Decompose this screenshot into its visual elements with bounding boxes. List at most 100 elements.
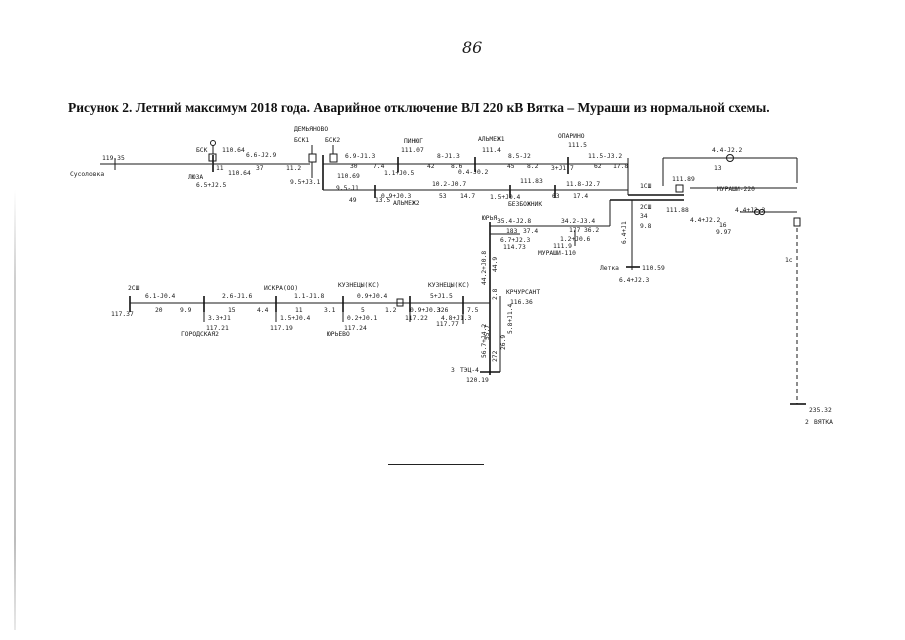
flow-left-2: 2.6-J1.6	[222, 293, 253, 300]
label-lyuza: ЛЮЗА	[188, 174, 203, 181]
flow-left-4: 0.9+J0.4	[357, 293, 388, 300]
flow-mur-220: 4.4-J2.2	[712, 147, 743, 154]
num-pin2: 8.6	[451, 163, 463, 170]
num-b3: 53	[439, 193, 447, 200]
label-yurevo: ЮРЬЕВО	[327, 331, 350, 338]
num-v2: 44.9	[492, 257, 499, 272]
num-l3: 15	[228, 307, 236, 314]
num-1c: 1с	[785, 257, 793, 264]
label-vyatka-prefix: 2	[805, 419, 809, 426]
page-number: 86	[462, 38, 483, 57]
num-dem2: 7.4	[373, 163, 385, 170]
label-bsk2: БСК2	[325, 137, 340, 144]
label-tets4: ТЭЦ-4	[460, 367, 479, 374]
flow-vert-3: 5.8+J1.4	[507, 303, 514, 334]
flow-yurevo-load: 0.2+J0.1	[347, 315, 378, 322]
flow-mur110-load: 1.2+J0.6	[560, 236, 591, 243]
label-1sh-v: 111.89	[672, 176, 695, 183]
num-y4: 36.2	[584, 227, 599, 234]
num-l7: 5	[361, 307, 365, 314]
flow-left-1: 6.1-J0.4	[145, 293, 176, 300]
flow-bez-mur: 11.8-J2.7	[566, 181, 600, 188]
flow-alm-opa: 8.5-J2	[508, 153, 531, 160]
flow-almezh2: 0.9+J0.3	[381, 193, 412, 200]
num-letka1: 34	[640, 213, 648, 220]
flow-opa-mur: 11.5-J3.2	[588, 153, 622, 160]
label-1sh: 1СШ	[640, 183, 652, 190]
num-m220c: 9.97	[716, 229, 731, 236]
label-lyuza-load: 6.5+J2.5	[196, 182, 227, 189]
label-kirsant: КРЧУРСАНТ	[506, 289, 540, 296]
num-bsk1: 11	[216, 165, 224, 172]
num-kuz2-v: 117.77	[436, 321, 459, 328]
m220-breaker	[793, 217, 801, 227]
num-b1: 49	[349, 197, 357, 204]
figure-caption: Рисунок 2. Летний максимум 2018 года. Ав…	[68, 100, 770, 115]
flow-kuz2-load: 4.8+J1.3	[441, 315, 472, 322]
label-almezh-v: 111.4	[482, 147, 501, 154]
flow-left-3: 1.1-J1.8	[294, 293, 325, 300]
num-b6: 17.4	[573, 193, 588, 200]
label-iskra: ИСКРА(ОО)	[264, 285, 298, 292]
num-opa1: 62	[594, 163, 602, 170]
num-l9: 326	[437, 307, 449, 314]
flow-yur-1: 35.4-J2.8	[497, 218, 531, 225]
flow-vert-1: 44.2+J0.8	[481, 251, 488, 285]
reactor-icon-b	[758, 208, 766, 216]
num-v3: 272	[492, 350, 499, 362]
label-bsk-v1: 110.64	[222, 147, 245, 154]
label-bezbozhnik: БЕЗБОЖНИК	[508, 201, 542, 208]
label-susolovka: Сусоловка	[70, 171, 104, 178]
num-l2: 9.9	[180, 307, 192, 314]
label-murashi-110: МУРАШИ-110	[538, 250, 576, 257]
flow-alm2-bez: 10.2-J0.7	[432, 181, 466, 188]
label-bsk1: БСК1	[294, 137, 309, 144]
num-v1: 2.8	[492, 288, 499, 300]
flow-dem-pin: 6.9-J1.3	[345, 153, 376, 160]
flow-pin-alm: 8-J1.3	[437, 153, 460, 160]
num-l6: 3.1	[324, 307, 336, 314]
flow-mur-220b: 4.4+J2.2	[735, 207, 766, 214]
num-bsk3: 11.2	[286, 165, 301, 172]
label-kuznetsy: КУЗНЕЦЫ(КС)	[338, 282, 380, 289]
flow-letka: 6.4+J1	[621, 221, 628, 244]
label-2sh-v: 111.88	[666, 207, 689, 214]
label-almezh: АЛЬМЕЖ1	[478, 136, 505, 143]
flow-alm-load: 0.4-J0.2	[458, 169, 489, 176]
label-bsk-v2: 110.64	[228, 170, 251, 177]
scan-edge-shadow	[14, 190, 16, 630]
flow-bsk-dem: 6.6-J2.9	[246, 152, 277, 159]
flow-iskra-load: 1.5+J0.4	[280, 315, 311, 322]
num-letka2: 9.8	[640, 223, 652, 230]
kuz-switch	[396, 298, 404, 307]
transformer-icon	[726, 154, 734, 162]
num-y2: 37.4	[523, 228, 538, 235]
num-gor-v: 117.21	[206, 325, 229, 332]
num-b4: 14.7	[460, 193, 475, 200]
label-almezh2: АЛЬМЕЖ2	[393, 200, 420, 207]
label-vyatka-v: 235.32	[809, 407, 832, 414]
upper-branch	[100, 140, 806, 405]
num-b5: 63	[552, 193, 560, 200]
lower-branch	[129, 296, 501, 373]
flow-yur-2: 34.2-J3.4	[561, 218, 595, 225]
parameter-labels: 11 37 11.2 30 7.4 42 8.6 45 8.2 62 17.8 …	[155, 163, 793, 362]
label-oparino-v: 111.5	[568, 142, 587, 149]
num-l4: 4.4	[257, 307, 269, 314]
flow-vert-2: 56.7+J4.2	[481, 324, 488, 358]
num-y3: 177	[569, 227, 581, 234]
num-dem1: 30	[350, 163, 358, 170]
label-tets4-v: 120.19	[466, 377, 489, 384]
flow-labels: 6.6-J2.9 6.9-J1.3 8-J1.3 8.5-J2 11.5-J3.…	[145, 147, 766, 358]
num-yur-v: 117.24	[344, 325, 367, 332]
label-left-2sh-v: 117.37	[111, 311, 134, 318]
num-opa2: 17.8	[613, 163, 628, 170]
murashi-switch	[675, 184, 684, 193]
num-kuz-v: 117.22	[405, 315, 428, 322]
bsk1-switch	[308, 153, 317, 163]
label-bsk: БСК	[196, 147, 208, 154]
label-gorodskaya: ГОРОДСКАЯ2	[181, 331, 219, 338]
flow-pin-load: 1.1+J0.5	[384, 170, 415, 177]
footer-rule	[388, 464, 484, 465]
